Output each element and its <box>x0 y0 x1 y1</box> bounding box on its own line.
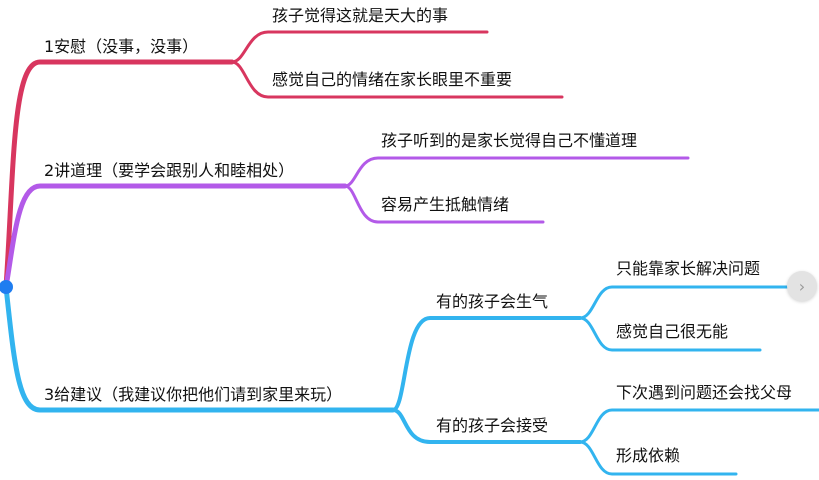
edge-child2-grandchild2 <box>578 440 738 476</box>
chevron-right-icon: › <box>798 276 806 296</box>
branch-3-label: 3给建议（我建议你把他们请到家里来玩） <box>44 385 343 404</box>
branch-1-label: 1安慰（没事，没事） <box>44 37 199 56</box>
edge-branch1-child2 <box>230 60 564 99</box>
edge-branch2-child2 <box>343 184 545 224</box>
branch-3-child-2-label: 有的孩子会接受 <box>436 416 549 435</box>
edge-root-branch2 <box>3 183 348 290</box>
edge-branch2-child1 <box>343 156 690 188</box>
branch-2-label: 2讲道理（要学会跟别人和睦相处） <box>44 161 295 180</box>
branch-1-child-2-label: 感觉自己的情绪在家长眼里不重要 <box>272 70 513 89</box>
root-node <box>0 280 13 294</box>
branch-3-child-1-grandchild-2-label: 感觉自己很无能 <box>616 322 729 341</box>
branch-2-child-1-label: 孩子听到的是家长觉得自己不懂道理 <box>381 131 638 150</box>
scroll-next-button[interactable]: › <box>787 271 817 301</box>
branch-3-child-2-grandchild-2-label: 形成依赖 <box>616 446 681 465</box>
edge-branch3-child1 <box>391 316 582 412</box>
edge-child2-grandchild1 <box>578 408 819 444</box>
branch-3-child-1-label: 有的孩子会生气 <box>436 292 549 311</box>
edge-root-branch3 <box>3 284 396 413</box>
edge-child1-grandchild1 <box>578 285 792 320</box>
branch-1-child-1-label: 孩子觉得这就是天大的事 <box>272 6 449 25</box>
branch-3-child-2-grandchild-1-label: 下次遇到问题还会找父母 <box>616 383 793 402</box>
edge-branch3-child2 <box>391 408 582 444</box>
branch-3-child-1-grandchild-1-label: 只能靠家长解决问题 <box>616 259 761 278</box>
edge-child1-grandchild2 <box>578 316 762 352</box>
branch-2-child-2-label: 容易产生抵触情绪 <box>381 195 510 214</box>
edge-branch1-child1 <box>230 30 489 64</box>
edge-root-branch1 <box>3 59 235 290</box>
